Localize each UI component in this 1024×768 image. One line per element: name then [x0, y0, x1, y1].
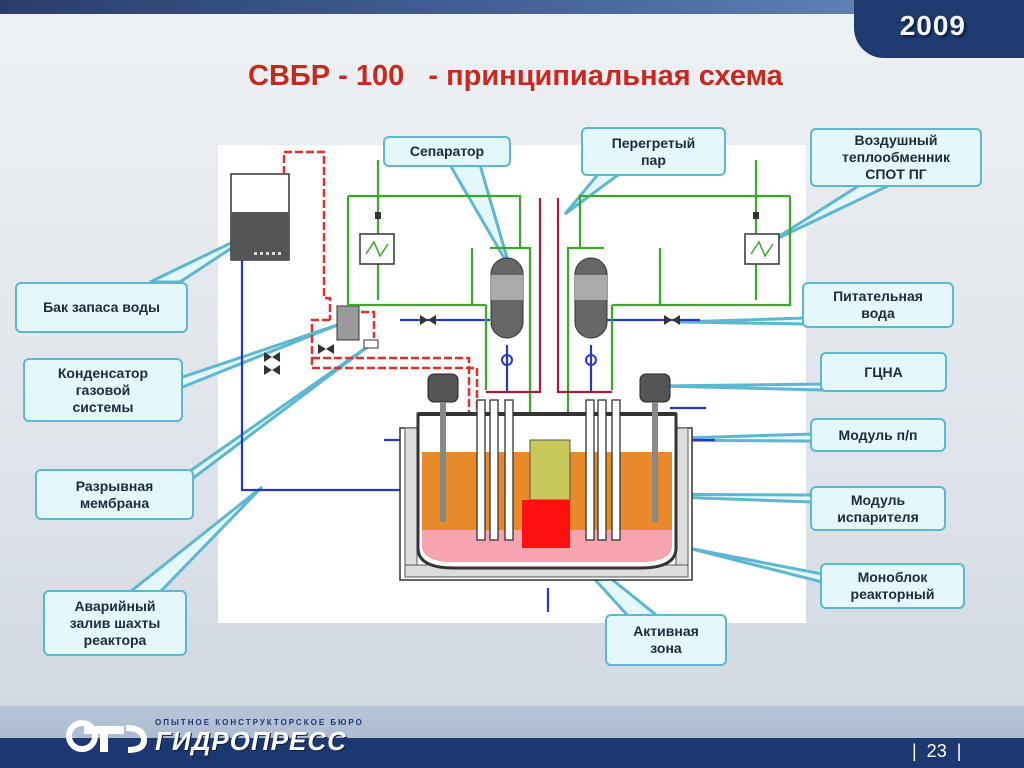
air-hx-right: [744, 212, 780, 265]
callout-monoblock: Моноблок реакторный: [820, 563, 965, 609]
logo-subtitle: ОПЫТНОЕ КОНСТРУКТОРСКОЕ БЮРО: [155, 718, 364, 727]
leader-monoblock: [687, 546, 824, 584]
pump-right: [639, 373, 671, 522]
leader-gcna: [659, 382, 824, 392]
water-tank: [230, 173, 290, 261]
callout-rupture-membrane: Разрывная мембрана: [35, 469, 194, 520]
leader-condenser: [178, 322, 341, 391]
company-logo-icon: [66, 720, 148, 753]
callout-superheated-steam: Перегретый пар: [581, 127, 726, 176]
top-bar: [0, 0, 1024, 14]
separator-left: [490, 257, 524, 339]
separator-right: [574, 257, 608, 339]
steam-generator-modules: [476, 399, 621, 541]
leader-separator: [447, 163, 512, 269]
callout-separator: Сепаратор: [383, 136, 511, 167]
callout-air-heat-exchanger: Воздушный теплообменник СПОТ ПГ: [810, 128, 982, 187]
callout-active-zone: Активная зона: [605, 614, 727, 666]
leader-steam: [563, 170, 627, 216]
footer-bar: [0, 738, 1024, 768]
callout-water-tank: Бак запаса воды: [15, 282, 188, 333]
air-hx-left: [359, 212, 395, 265]
blue-piping: [240, 260, 715, 612]
year-label: 2009: [899, 10, 966, 41]
callout-emergency-flood: Аварийный залив шахты реактора: [43, 590, 187, 656]
gas-condenser: [336, 305, 379, 349]
year-tab: [854, 0, 1024, 58]
callout-evaporator-module: Модуль испарителя: [810, 486, 946, 531]
small-valves: [264, 344, 334, 375]
leader-air-hx: [769, 183, 891, 244]
steam-lines: [486, 198, 612, 394]
blue-valves: [420, 315, 680, 366]
page-number: | 23 |: [912, 741, 962, 761]
callout-feed-water: Питательная вода: [802, 282, 954, 328]
pump-left: [427, 373, 459, 522]
page-title: СВБР - 100 - принципиальная схема: [248, 60, 783, 92]
logo-name: ГИДРОПРЕСС: [155, 726, 347, 756]
callout-module-pp: Модуль п/п: [810, 418, 946, 452]
leader-membrane: [178, 343, 371, 492]
red-piping: [282, 150, 479, 412]
callout-gas-condenser: Конденсатор газовой системы: [23, 358, 183, 422]
callout-gcna: ГЦНА: [820, 352, 947, 392]
reactor-vessel: [416, 412, 678, 570]
green-piping: [346, 160, 792, 412]
